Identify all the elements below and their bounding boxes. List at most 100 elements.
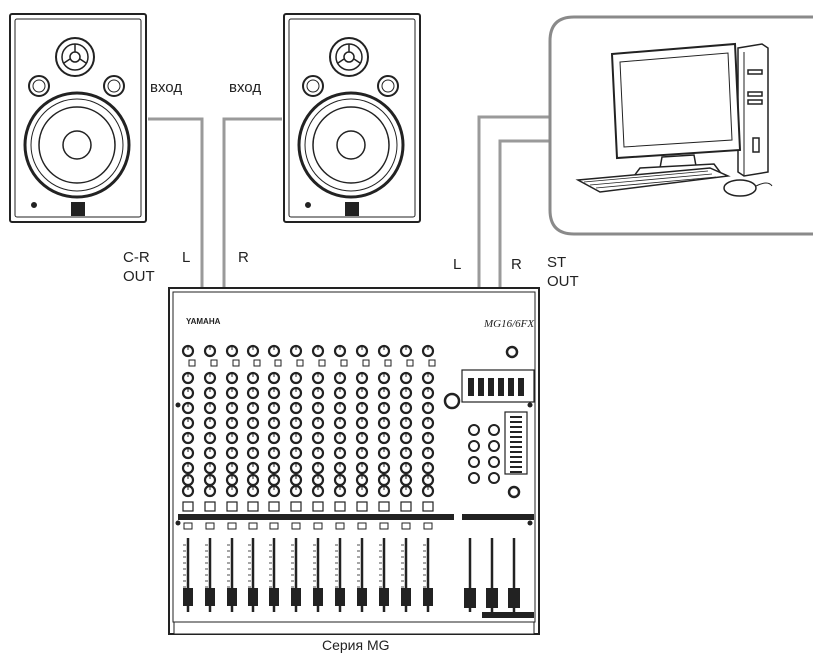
channel-knob bbox=[399, 416, 413, 430]
channel-knob bbox=[267, 371, 281, 385]
channel-knob bbox=[289, 386, 303, 400]
channel-knob bbox=[225, 431, 239, 445]
channel-knob bbox=[289, 371, 303, 385]
level-meter-segment bbox=[510, 461, 522, 463]
monitor-speaker-left bbox=[9, 13, 147, 223]
channel-knob bbox=[246, 446, 260, 460]
channel-button bbox=[334, 501, 346, 512]
fx-slider bbox=[498, 378, 504, 396]
channel-knob bbox=[267, 344, 281, 358]
channel-button bbox=[227, 522, 237, 530]
channel-knob bbox=[421, 401, 435, 415]
channel-knob bbox=[289, 344, 303, 358]
fx-slider bbox=[488, 378, 494, 396]
channel-switch bbox=[296, 359, 304, 367]
level-meter-segment bbox=[510, 471, 522, 473]
channel-knob bbox=[333, 431, 347, 445]
channel-knob bbox=[203, 484, 217, 498]
channel-knob bbox=[225, 371, 239, 385]
cable-computer-right bbox=[498, 139, 550, 288]
channel-knob bbox=[203, 344, 217, 358]
channel-knob bbox=[246, 484, 260, 498]
st-right-label: R bbox=[511, 256, 522, 273]
channel-button bbox=[313, 522, 323, 530]
cable-computer-left bbox=[477, 115, 550, 288]
master-knob bbox=[468, 424, 480, 436]
channel-knob bbox=[355, 386, 369, 400]
channel-knob bbox=[377, 446, 391, 460]
channel-switch bbox=[318, 359, 326, 367]
cable-right-speaker bbox=[222, 117, 282, 288]
master-knob bbox=[468, 440, 480, 452]
channel-knob bbox=[181, 401, 195, 415]
channel-knob bbox=[333, 461, 347, 475]
channel-knob bbox=[203, 401, 217, 415]
channel-knob bbox=[421, 416, 435, 430]
channel-button bbox=[379, 522, 389, 530]
channel-knob bbox=[377, 386, 391, 400]
channel-knob bbox=[377, 416, 391, 430]
channel-button bbox=[182, 501, 194, 512]
channel-switch bbox=[210, 359, 218, 367]
channel-knob bbox=[399, 461, 413, 475]
channel-knob bbox=[311, 344, 325, 358]
channel-knob bbox=[421, 386, 435, 400]
channel-divider-bar bbox=[178, 514, 454, 520]
channel-knob bbox=[355, 461, 369, 475]
channel-switch bbox=[253, 359, 261, 367]
cr-left-label: L bbox=[182, 249, 191, 266]
channel-knob bbox=[333, 484, 347, 498]
channel-knob bbox=[355, 401, 369, 415]
channel-knob bbox=[377, 484, 391, 498]
channel-knob bbox=[333, 416, 347, 430]
channel-switch bbox=[274, 359, 282, 367]
channel-knob bbox=[355, 446, 369, 460]
level-meter-segment bbox=[510, 441, 522, 443]
channel-knob bbox=[289, 416, 303, 430]
level-meter-segment bbox=[510, 421, 522, 423]
channel-knob bbox=[267, 386, 281, 400]
master-knob bbox=[488, 472, 500, 484]
cr-out-label-line1: C-R bbox=[123, 249, 150, 266]
master-fader-knob bbox=[508, 588, 520, 608]
channel-button bbox=[312, 501, 324, 512]
fx-slider bbox=[478, 378, 484, 396]
channel-knob bbox=[311, 431, 325, 445]
master-knob bbox=[468, 472, 480, 484]
channel-switch bbox=[232, 359, 240, 367]
channel-button bbox=[291, 522, 301, 530]
channel-knob bbox=[203, 371, 217, 385]
mount-screw bbox=[175, 402, 181, 408]
channel-knob bbox=[267, 484, 281, 498]
channel-knob bbox=[333, 386, 347, 400]
cables bbox=[148, 115, 550, 288]
fader-knob bbox=[379, 588, 389, 606]
level-meter-segment bbox=[510, 451, 522, 453]
channel-button bbox=[247, 501, 259, 512]
channel-knob bbox=[421, 484, 435, 498]
fader-knob bbox=[248, 588, 258, 606]
channel-knob bbox=[246, 344, 260, 358]
fx-slider bbox=[508, 378, 514, 396]
channel-button bbox=[290, 501, 302, 512]
master-divider-bar bbox=[462, 514, 534, 520]
cr-right-label: R bbox=[238, 249, 249, 266]
channel-knob bbox=[311, 461, 325, 475]
mixer-model-label: MG16/6FX bbox=[484, 318, 535, 330]
level-meter-segment bbox=[510, 456, 522, 458]
mixer-brand-logo: YAMAHA bbox=[186, 317, 221, 326]
channel-knob bbox=[181, 416, 195, 430]
level-meter-segment bbox=[510, 431, 522, 433]
channel-knob bbox=[203, 386, 217, 400]
channel-knob bbox=[399, 431, 413, 445]
channel-knob bbox=[246, 386, 260, 400]
channel-knob bbox=[267, 416, 281, 430]
channel-knob bbox=[355, 484, 369, 498]
channel-knob bbox=[333, 371, 347, 385]
channel-switch bbox=[384, 359, 392, 367]
channel-knob bbox=[203, 461, 217, 475]
channel-knob bbox=[355, 344, 369, 358]
channel-button bbox=[335, 522, 345, 530]
level-meter-segment bbox=[510, 436, 522, 438]
channel-button bbox=[378, 501, 390, 512]
